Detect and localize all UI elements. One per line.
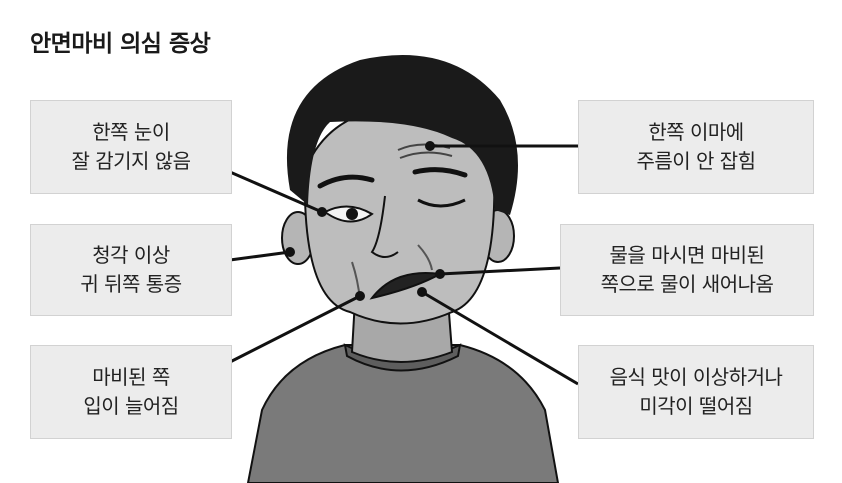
symptom-text: 음식 맛이 이상하거나 bbox=[609, 365, 783, 389]
left-pupil bbox=[346, 208, 358, 220]
symptom-text: 주름이 안 잡힘 bbox=[636, 149, 756, 173]
forehead-wrinkle bbox=[399, 151, 453, 159]
page-title: 안면마비 의심 증상 bbox=[30, 31, 211, 57]
symptom-text: 쪽으로 물이 새어나옴 bbox=[600, 272, 774, 296]
pointer-dot-l1 bbox=[317, 207, 327, 217]
symptom-box-forehead: 한쪽 이마에 주름이 안 잡힘 bbox=[578, 100, 814, 194]
symptom-box-taste: 음식 맛이 이상하거나 미각이 떨어짐 bbox=[578, 345, 814, 439]
hair bbox=[286, 55, 518, 215]
symptom-box-mouth-droop: 마비된 쪽 입이 늘어짐 bbox=[30, 345, 232, 439]
symptom-text: 마비된 쪽 bbox=[92, 365, 170, 389]
pointer-dot-r1 bbox=[425, 141, 435, 151]
symptom-text: 입이 늘어짐 bbox=[83, 394, 179, 418]
cheek-line bbox=[417, 244, 433, 271]
pointer-dot-r3 bbox=[417, 287, 427, 297]
nose bbox=[370, 195, 399, 258]
left-eyebrow bbox=[317, 174, 375, 189]
symptom-text: 청각 이상 bbox=[92, 243, 170, 267]
right-eye-closed bbox=[417, 198, 466, 208]
symptom-box-ear: 청각 이상 귀 뒤쪽 통증 bbox=[30, 224, 232, 316]
pointer-line-r2 bbox=[439, 266, 561, 276]
symptom-text: 물을 마시면 마비된 bbox=[609, 243, 765, 267]
symptom-text: 잘 감기지 않음 bbox=[71, 149, 191, 173]
pointer-line-r3 bbox=[421, 290, 579, 386]
symptom-text: 귀 뒤쪽 통증 bbox=[80, 272, 182, 296]
pointer-line-l2 bbox=[229, 250, 291, 262]
right-eyebrow bbox=[412, 167, 468, 178]
symptom-text: 미각이 떨어짐 bbox=[639, 394, 753, 418]
pointer-dot-r2 bbox=[435, 269, 445, 279]
pointer-line-l3 bbox=[229, 294, 361, 364]
pointer-dot-l2 bbox=[285, 247, 295, 257]
pointer-line-l1 bbox=[229, 170, 323, 214]
symptom-box-water-leak: 물을 마시면 마비된 쪽으로 물이 새어나옴 bbox=[560, 224, 814, 316]
pointer-dot-l3 bbox=[355, 291, 365, 301]
symptom-text: 한쪽 눈이 bbox=[92, 120, 170, 144]
symptom-text: 한쪽 이마에 bbox=[648, 120, 744, 144]
symptom-box-eye: 한쪽 눈이 잘 감기지 않음 bbox=[30, 100, 232, 194]
